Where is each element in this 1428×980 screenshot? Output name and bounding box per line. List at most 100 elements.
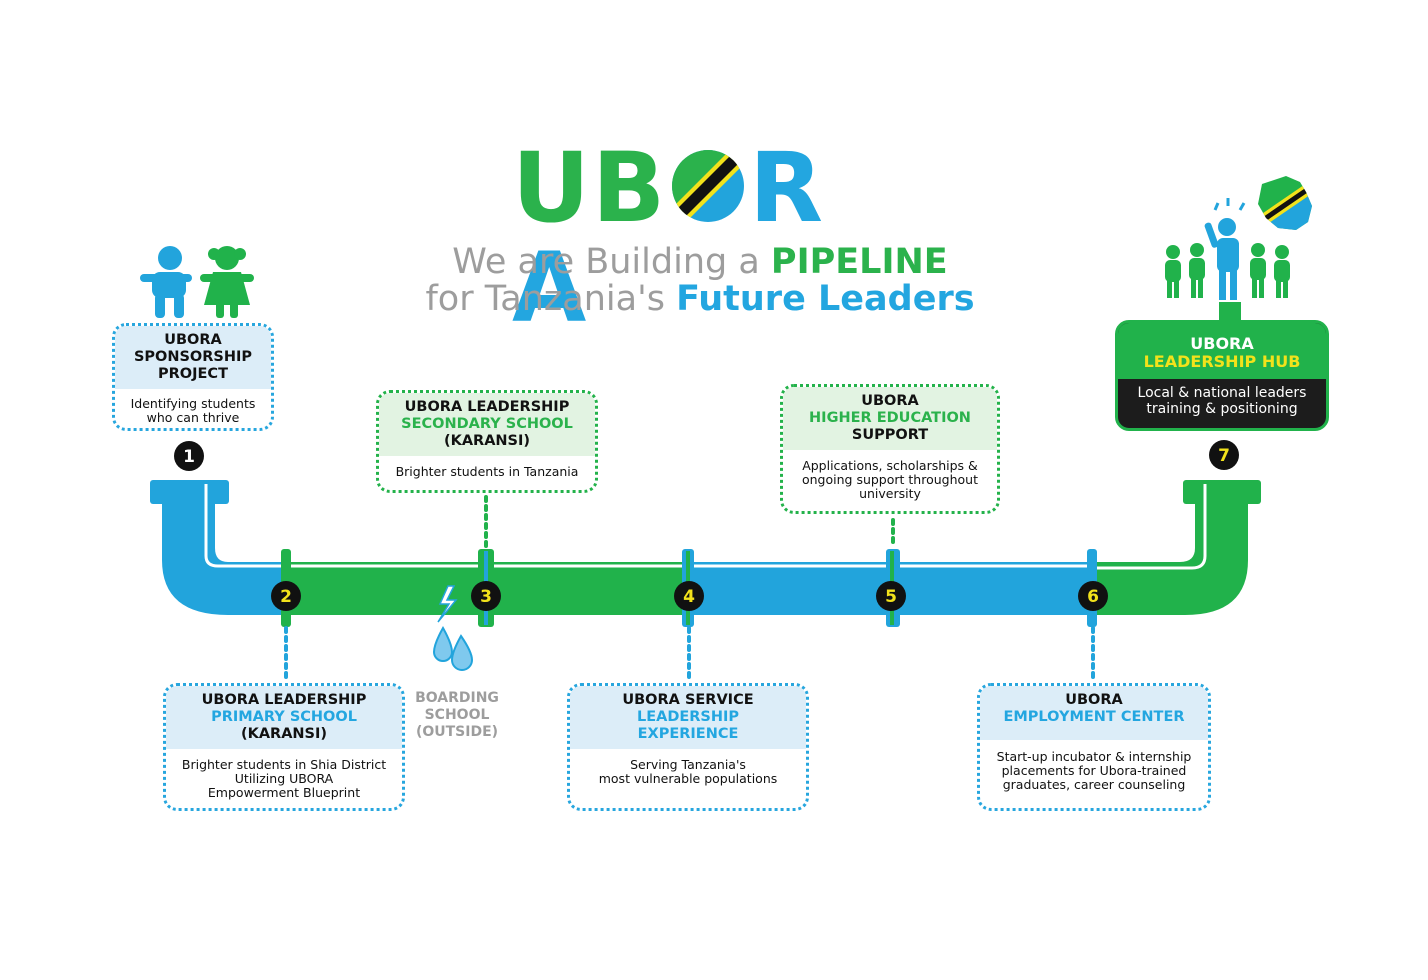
step-card-higher-education: UBORA HIGHER EDUCATION SUPPORT Applicati… bbox=[780, 384, 1000, 514]
ubora-logo: UB RA bbox=[512, 132, 892, 338]
pipe-segment-green-b bbox=[487, 562, 687, 615]
boarding-school-label: BOARDING SCHOOL (OUTSIDE) bbox=[405, 690, 509, 741]
card-title-line: UBORA LEADERSHIP bbox=[404, 399, 570, 415]
card-description: Applications, scholarships & ongoing sup… bbox=[783, 450, 997, 507]
step-card-sponsorship: UBORA SPONSORSHIP PROJECT Identifying st… bbox=[112, 323, 274, 431]
pipe-segment-green-a bbox=[287, 562, 487, 615]
card-description: Serving Tanzania's most vulnerable popul… bbox=[570, 749, 806, 792]
card-title: UBORA LEADERSHIP HUB bbox=[1118, 323, 1326, 379]
card-title: UBORA HIGHER EDUCATION SUPPORT bbox=[783, 387, 997, 450]
step-badge-5: 5 bbox=[876, 581, 906, 611]
card-title-line: UBORA bbox=[861, 393, 919, 409]
card-title-line: HIGHER EDUCATION bbox=[809, 410, 971, 426]
card-title-line: EXPERIENCE bbox=[637, 726, 739, 742]
step-badge-circle bbox=[674, 581, 704, 611]
step-badge-circle bbox=[876, 581, 906, 611]
card-desc-line: Applications, scholarships & bbox=[802, 458, 978, 473]
water-drop-icon bbox=[432, 625, 454, 662]
card-title-line: UBORA bbox=[164, 332, 222, 348]
headline-text: We are Building a bbox=[452, 242, 771, 282]
tanzania-map-icon bbox=[1258, 176, 1312, 230]
logo-letter: R bbox=[749, 132, 826, 244]
step-badges: 1 2 3 4 5 6 7 bbox=[174, 440, 1239, 611]
step-badge-3: 3 bbox=[471, 581, 501, 611]
leak-bolt-icon bbox=[437, 585, 458, 623]
step-badge-number: 7 bbox=[1218, 446, 1230, 466]
card-title-line: PRIMARY SCHOOL bbox=[211, 709, 357, 725]
boarding-line: BOARDING bbox=[415, 690, 499, 706]
step-badge-6: 6 bbox=[1078, 581, 1108, 611]
headline: We are Building a PIPELINE for Tanzania'… bbox=[380, 244, 1020, 318]
pipe-right-elbow bbox=[1093, 500, 1248, 615]
card-desc-line: training & positioning bbox=[1146, 401, 1298, 417]
card-title: UBORA LEADERSHIP SECONDARY SCHOOL (KARAN… bbox=[379, 393, 595, 456]
pipe-segment-blue-a bbox=[688, 562, 893, 615]
step-badge-circle bbox=[471, 581, 501, 611]
step-badge-circle bbox=[271, 581, 301, 611]
card-desc-line: most vulnerable populations bbox=[598, 771, 778, 786]
step-badge-2: 2 bbox=[271, 581, 301, 611]
step-badge-4: 4 bbox=[674, 581, 704, 611]
step-card-secondary-school: UBORA LEADERSHIP SECONDARY SCHOOL (KARAN… bbox=[376, 390, 598, 493]
leaders-group-icon bbox=[1165, 198, 1290, 322]
step-badge-circle bbox=[1209, 440, 1239, 470]
card-desc-line: Brighter students in Tanzania bbox=[395, 464, 579, 479]
card-desc-line: Serving Tanzania's bbox=[630, 757, 746, 772]
step-badge-7: 7 bbox=[1209, 440, 1239, 470]
pipe-highlight bbox=[204, 555, 286, 568]
card-title: UBORA LEADERSHIP PRIMARY SCHOOL (KARANSI… bbox=[166, 686, 402, 749]
pipe-right-cap bbox=[1183, 480, 1261, 504]
logo-letter: B bbox=[591, 132, 668, 244]
card-title-line: SPONSORSHIP bbox=[133, 349, 253, 365]
card-title-line: UBORA SERVICE bbox=[622, 692, 754, 708]
card-title-line: UBORA LEADERSHIP bbox=[201, 692, 367, 708]
logo-flag-o-icon bbox=[671, 140, 745, 222]
card-description: Brighter students in Shia District Utili… bbox=[166, 749, 402, 806]
card-title-line: PROJECT bbox=[158, 366, 228, 382]
step-card-service-leadership: UBORA SERVICE LEADERSHIP EXPERIENCE Serv… bbox=[567, 683, 809, 811]
step-card-leadership-hub: UBORA LEADERSHIP HUB Local & national le… bbox=[1115, 320, 1329, 431]
step-card-employment-center: UBORA EMPLOYMENT CENTER Start-up incubat… bbox=[977, 683, 1211, 811]
step-badge-number: 3 bbox=[480, 587, 492, 607]
card-desc-line: graduates, career counseling bbox=[1002, 777, 1186, 792]
card-title-line: LEADERSHIP bbox=[636, 709, 740, 725]
water-drop-icon bbox=[450, 634, 474, 671]
logo-letter: A bbox=[512, 232, 589, 344]
step-badge-number: 2 bbox=[280, 587, 292, 607]
card-title: UBORA EMPLOYMENT CENTER bbox=[980, 686, 1208, 740]
logo-letter: U bbox=[512, 132, 592, 244]
card-desc-line: university bbox=[859, 486, 921, 501]
step-badge-number: 4 bbox=[683, 587, 695, 607]
headline-emphasis: PIPELINE bbox=[770, 242, 948, 282]
step-badge-circle bbox=[1078, 581, 1108, 611]
card-title-line: EMPLOYMENT CENTER bbox=[1003, 709, 1185, 725]
pipe-left-cap bbox=[150, 480, 229, 504]
card-description: Local & national leaders training & posi… bbox=[1118, 379, 1326, 423]
card-desc-line: Local & national leaders bbox=[1137, 385, 1307, 401]
card-desc-line: Start-up incubator & internship bbox=[996, 749, 1192, 764]
card-title-line: (KARANSI) bbox=[240, 726, 328, 742]
card-title-line: (KARANSI) bbox=[443, 433, 531, 449]
card-title: UBORA SPONSORSHIP PROJECT bbox=[115, 326, 271, 389]
card-title-line: UBORA bbox=[1065, 692, 1123, 708]
pipe-segment-blue-b bbox=[893, 562, 1093, 615]
card-description: Start-up incubator & internship placemen… bbox=[980, 740, 1208, 798]
card-desc-line: Empowerment Blueprint bbox=[207, 785, 361, 800]
card-title-line: LEADERSHIP HUB bbox=[1143, 352, 1301, 371]
card-title-line: UBORA bbox=[1190, 334, 1254, 353]
card-description: Identifying students who can thrive bbox=[115, 389, 271, 428]
card-desc-line: placements for Ubora-trained bbox=[1001, 763, 1187, 778]
step-badge-number: 6 bbox=[1087, 587, 1099, 607]
card-title-line: SUPPORT bbox=[851, 427, 929, 443]
pipe-left-elbow bbox=[162, 500, 290, 615]
card-title-line: SECONDARY SCHOOL bbox=[401, 416, 573, 432]
card-desc-line: Brighter students in Shia District bbox=[181, 757, 387, 772]
card-desc-line: Utilizing UBORA bbox=[234, 771, 334, 786]
card-description: Brighter students in Tanzania bbox=[379, 456, 595, 485]
card-desc-line: Identifying students bbox=[130, 396, 256, 411]
headline-emphasis: Future Leaders bbox=[676, 279, 975, 319]
step-badge-1: 1 bbox=[174, 441, 204, 471]
step-badge-circle bbox=[174, 441, 204, 471]
connector-lines bbox=[284, 495, 1095, 680]
